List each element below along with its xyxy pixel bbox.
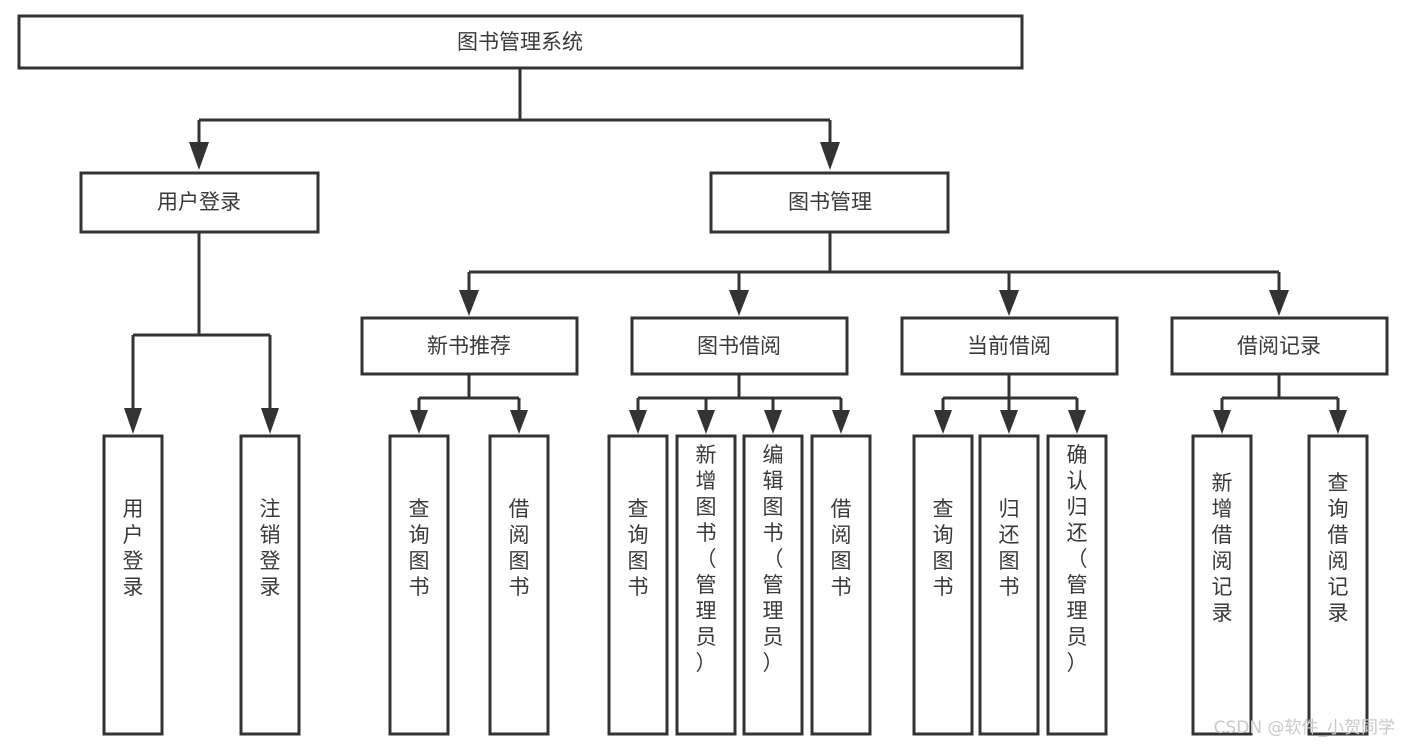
leaf-label: 注销登录 <box>260 497 281 599</box>
arrow-head-icon <box>1068 410 1086 434</box>
leaf-box <box>488 434 550 736</box>
node-borrow-record-box <box>1170 316 1389 376</box>
arrow-head-icon <box>764 410 782 434</box>
leaf-box <box>1191 434 1253 736</box>
node-new-book-recommend-box <box>360 316 579 376</box>
leaf-label: 借阅图书 <box>509 497 530 599</box>
leaf-box <box>102 434 164 736</box>
leaf-label: 查询图书 <box>933 497 954 599</box>
connector-new-book-to-leaves <box>410 375 528 434</box>
arrow-head-icon <box>261 408 279 434</box>
node-user-login[interactable]: 用户登录 <box>79 171 320 234</box>
node-current-borrow[interactable]: 当前借阅 <box>900 316 1119 376</box>
leaf-node[interactable]: 用户登录 <box>102 434 164 736</box>
leaf-label: 查询图书 <box>409 497 430 599</box>
leaf-node[interactable]: 查询图书 <box>388 434 450 736</box>
leaf-box <box>675 434 737 736</box>
leaf-label: 归还图书 <box>999 497 1020 599</box>
node-book-borrow[interactable]: 图书借阅 <box>630 316 849 376</box>
leaf-box <box>912 434 974 736</box>
leaf-node[interactable]: 查询借阅记录 <box>1307 434 1369 736</box>
leaf-node[interactable]: 确认归还（管理员） <box>1046 434 1108 736</box>
arrow-head-icon <box>124 408 142 434</box>
leaf-node[interactable]: 编辑图书（管理员） <box>742 434 804 736</box>
connector-borrow-record-to-leaves <box>1213 375 1347 434</box>
leaf-node[interactable]: 借阅图书 <box>810 434 872 736</box>
node-current-borrow-box <box>900 316 1119 376</box>
arrow-head-icon <box>1329 410 1347 434</box>
node-book-management-label: 图书管理 <box>788 190 872 214</box>
leaf-node[interactable]: 查询图书 <box>912 434 974 736</box>
node-borrow-record[interactable]: 借阅记录 <box>1170 316 1389 376</box>
leaf-label: 查询图书 <box>628 497 649 599</box>
leaf-label: 新增借阅记录 <box>1212 471 1233 625</box>
node-book-management[interactable]: 图书管理 <box>709 171 950 234</box>
arrow-head-icon <box>832 410 850 434</box>
leaf-node[interactable]: 新增图书（管理员） <box>675 434 737 736</box>
connector-book-management-to-level3 <box>459 233 1289 316</box>
connector-book-borrow-to-leaves <box>629 375 850 434</box>
node-book-management-box <box>709 171 950 234</box>
leaf-box <box>388 434 450 736</box>
node-book-borrow-label: 图书借阅 <box>697 334 781 358</box>
leaf-node[interactable]: 注销登录 <box>239 434 301 736</box>
node-user-login-box <box>79 171 320 234</box>
arrow-head-icon <box>629 410 647 434</box>
node-current-borrow-label: 当前借阅 <box>967 334 1051 358</box>
node-root-box <box>17 14 1024 70</box>
node-book-borrow-box <box>630 316 849 376</box>
connector-user-login-to-leaves <box>124 233 279 434</box>
leaf-box <box>978 434 1040 736</box>
leaf-box <box>607 434 669 736</box>
arrow-head-icon <box>1213 410 1231 434</box>
leaf-label: 新增图书（管理员） <box>696 443 717 675</box>
arrow-head-icon <box>459 290 479 316</box>
leaf-box <box>742 434 804 736</box>
arrow-head-icon <box>697 410 715 434</box>
leaf-label: 编辑图书（管理员） <box>763 443 784 675</box>
node-root[interactable]: 图书管理系统 <box>17 14 1024 70</box>
leaf-node[interactable]: 借阅图书 <box>488 434 550 736</box>
arrow-head-icon <box>1000 410 1018 434</box>
leaf-box <box>239 434 301 736</box>
arrow-head-icon <box>410 410 428 434</box>
arrow-head-icon <box>729 290 749 316</box>
leaf-label: 确认归还（管理员） <box>1067 443 1088 675</box>
leaf-node[interactable]: 归还图书 <box>978 434 1040 736</box>
node-borrow-record-label: 借阅记录 <box>1237 334 1321 358</box>
arrow-head-icon <box>934 410 952 434</box>
node-new-book-recommend[interactable]: 新书推荐 <box>360 316 579 376</box>
connector-root-to-level2 <box>189 68 840 170</box>
watermark: CSDN @软件_小贺同学 <box>1214 718 1395 738</box>
leaf-box <box>1046 434 1108 736</box>
leaf-box <box>1307 434 1369 736</box>
node-new-book-recommend-label: 新书推荐 <box>427 334 511 358</box>
arrow-head-icon <box>510 410 528 434</box>
arrow-head-icon <box>1269 290 1289 316</box>
node-root-label: 图书管理系统 <box>457 30 583 54</box>
leaf-label: 查询借阅记录 <box>1328 471 1349 625</box>
leaf-box <box>810 434 872 736</box>
arrow-head-icon <box>999 290 1019 316</box>
arrow-head-icon <box>189 142 209 170</box>
node-user-login-label: 用户登录 <box>157 190 241 214</box>
arrow-head-icon <box>820 142 840 170</box>
leaf-label: 用户登录 <box>123 497 144 599</box>
connector-current-borrow-to-leaves <box>934 375 1086 434</box>
leaf-node[interactable]: 新增借阅记录 <box>1191 434 1253 736</box>
leaf-node[interactable]: 查询图书 <box>607 434 669 736</box>
leaf-label: 借阅图书 <box>831 497 852 599</box>
